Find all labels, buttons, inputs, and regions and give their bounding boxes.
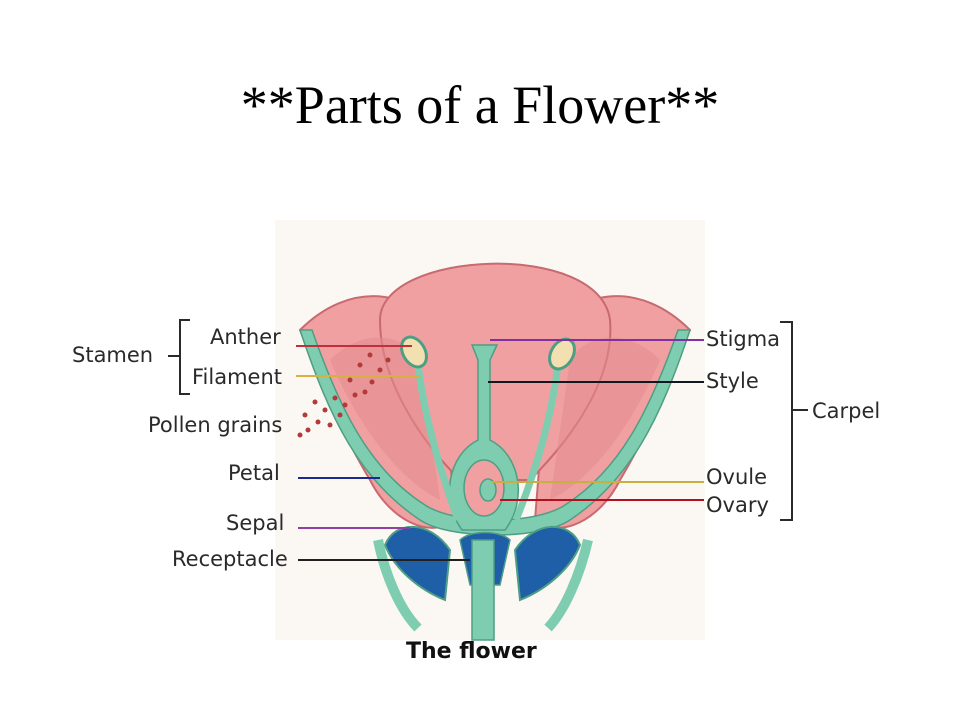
filament-right — [512, 364, 562, 522]
petal-shading-left — [330, 337, 440, 500]
diagram-caption: The flower — [406, 639, 537, 664]
stem — [471, 539, 495, 641]
sepal-left — [383, 525, 452, 602]
label-style: Style — [706, 369, 759, 393]
label-stigma: Stigma — [706, 327, 780, 351]
label-filament: Filament — [192, 365, 282, 389]
anther-left — [400, 335, 428, 369]
label-pollen-grains: Pollen grains — [148, 413, 282, 437]
filament-left — [414, 364, 462, 522]
sepal-right — [513, 525, 582, 602]
label-sepal: Sepal — [226, 511, 284, 535]
label-carpel: Carpel — [812, 399, 880, 423]
carpel-bracket — [780, 321, 793, 521]
label-stamen: Stamen — [72, 343, 153, 367]
label-receptacle: Receptacle — [172, 547, 288, 571]
pollen-grains — [297, 352, 391, 438]
petal-shading-right — [550, 337, 660, 500]
receptacle-cup — [298, 329, 692, 536]
label-ovary: Ovary — [706, 493, 769, 517]
label-ovule: Ovule — [706, 465, 767, 489]
sepal-edge-left — [373, 539, 422, 632]
stamen-bracket — [179, 319, 190, 395]
label-anther: Anther — [210, 325, 281, 349]
label-petal: Petal — [228, 461, 280, 485]
ovule — [479, 478, 497, 502]
sepal-edge-right — [544, 538, 593, 632]
slide-title: **Parts of a Flower** — [240, 75, 720, 135]
